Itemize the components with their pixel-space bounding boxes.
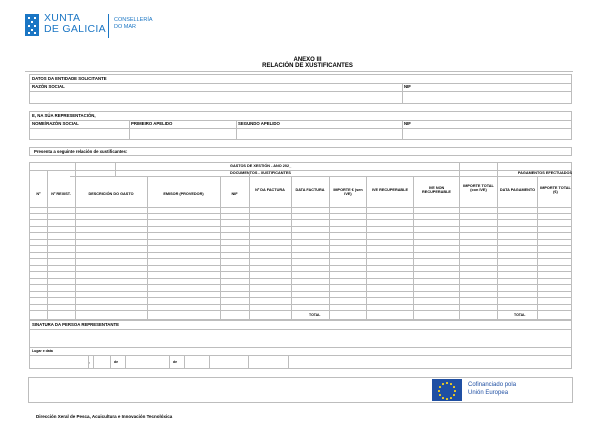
eu-line1: Cofinanciado pola <box>468 382 517 388</box>
table-group-title: GASTOS DE XESTIÓN - ANO 202_ <box>230 164 292 168</box>
presents-text: Presenta a seguinte relación de xustific… <box>34 149 128 154</box>
rep-nif-field[interactable] <box>404 129 570 139</box>
justificants-table: GASTOS DE XESTIÓN - ANO 202_ DOCUMENTOS … <box>29 162 572 320</box>
de-label-2: de <box>173 360 178 364</box>
razon-social-field[interactable] <box>31 92 401 103</box>
dept-line2: DO MAR <box>114 24 136 30</box>
total-label-invoices: TOTAL <box>309 313 321 317</box>
col-header-importe-sen-ive: IMPORTE € (sen IVE) <box>333 188 363 197</box>
eu-flag-icon <box>432 379 462 401</box>
col-header-nif: NIF <box>231 192 238 196</box>
logo-divider <box>108 14 109 38</box>
table-body-rows[interactable] <box>30 207 571 310</box>
applicant-section: DATOS DA ENTIDADE SOLICITANTE RAZÓN SOCI… <box>29 74 572 104</box>
nif-field[interactable] <box>404 92 570 103</box>
col-header-num: Nº <box>36 192 41 196</box>
col-header-ive-non-recuperable: IVE NON RECUPERABLE <box>422 186 451 195</box>
rep-nif-label: NIF <box>404 121 411 126</box>
col-header-emisor: EMISOR (PROVEDOR) <box>163 192 204 196</box>
funding-box <box>28 377 573 403</box>
col-header-rexistro: Nº REXIST. <box>51 192 71 196</box>
total-label-payments: TOTAL <box>514 313 526 317</box>
logo-wordmark: XUNTA DE GALICIA <box>44 13 106 35</box>
title-line2: RELACIÓN DE XUSTIFICANTES <box>262 63 353 69</box>
col-header-ive-recuperable: IVE RECUPERABLE <box>371 188 409 192</box>
col-header-factura-num: Nº DA FACTURA <box>255 188 285 192</box>
representative-section: E, NA SÚA REPRESENTACIÓN, NOME/RAZÓN SOC… <box>29 111 572 140</box>
segundo-apelido-label: SEGUNDO APELIDO <box>238 121 280 126</box>
nome-label: NOME/RAZÓN SOCIAL <box>32 121 79 126</box>
segundo-apelido-field[interactable] <box>238 129 401 139</box>
eu-cofinance-text: Cofinanciado pola Unión Europea <box>468 381 516 397</box>
document-title: ANEXO III RELACIÓN DE XUSTIFICANTES <box>0 57 615 69</box>
col-header-importe-con-ive: IMPORTE TOTAL (con IVE) <box>463 184 494 193</box>
signature-section-title: SINATURA DA PERSOA REPRESENTANTE <box>32 322 119 327</box>
eu-line2: Unión Europea <box>468 390 509 396</box>
col-header-descricion: DESCRICIÓN DO GASTO <box>88 192 134 196</box>
total-importe-field[interactable] <box>330 311 365 319</box>
xunta-logo-icon <box>25 14 39 36</box>
col-header-data-factura: DATA FACTURA <box>295 188 325 192</box>
nome-field[interactable] <box>31 129 128 139</box>
de-label-1: de <box>114 360 119 364</box>
total-pagamento-field[interactable] <box>538 311 571 319</box>
applicant-section-title: DATOS DA ENTIDADE SOLICITANTE <box>32 76 107 81</box>
col-header-data-pagamento: DATA PAGAMENTO <box>499 188 536 192</box>
title-line1: ANEXO III <box>293 57 322 63</box>
razon-social-label: RAZÓN SOCIAL <box>32 84 65 89</box>
table-subgroup-payments: PAGAMENTOS EFECTUADOS <box>517 171 572 175</box>
signature-field[interactable] <box>31 330 571 347</box>
logo-line2: DE GALICIA <box>44 23 106 35</box>
table-subgroup-invoices: DOCUMENTOS - XUSTIFICANTES <box>230 171 291 175</box>
signature-section: SINATURA DA PERSOA REPRESENTANTE Lugar e… <box>29 320 572 369</box>
col-header-importe-total: IMPORTE TOTAL (€) <box>540 186 571 195</box>
place-date-label: Lugar e data <box>32 349 53 353</box>
logo-line1: XUNTA <box>44 12 81 24</box>
presents-banner: Presenta a seguinte relación de xustific… <box>29 147 572 156</box>
title-rule <box>25 71 573 72</box>
day-field[interactable] <box>94 356 109 368</box>
nif-label: NIF <box>404 84 411 89</box>
logo-department: CONSELLERÍA DO MAR <box>114 17 153 31</box>
footer-directorate: Dirección Xeral de Pesca, Acuicultura e … <box>36 414 173 419</box>
primeiro-apelido-field[interactable] <box>131 129 235 139</box>
month-field[interactable] <box>126 356 168 368</box>
dept-line1: CONSELLERÍA <box>114 17 153 23</box>
year-field[interactable] <box>185 356 208 368</box>
place-field[interactable] <box>31 356 87 368</box>
representative-section-title: E, NA SÚA REPRESENTACIÓN, <box>32 113 96 118</box>
comma-separator: , <box>89 360 90 364</box>
primeiro-apelido-label: PRIMEIRO APELIDO <box>131 121 173 126</box>
